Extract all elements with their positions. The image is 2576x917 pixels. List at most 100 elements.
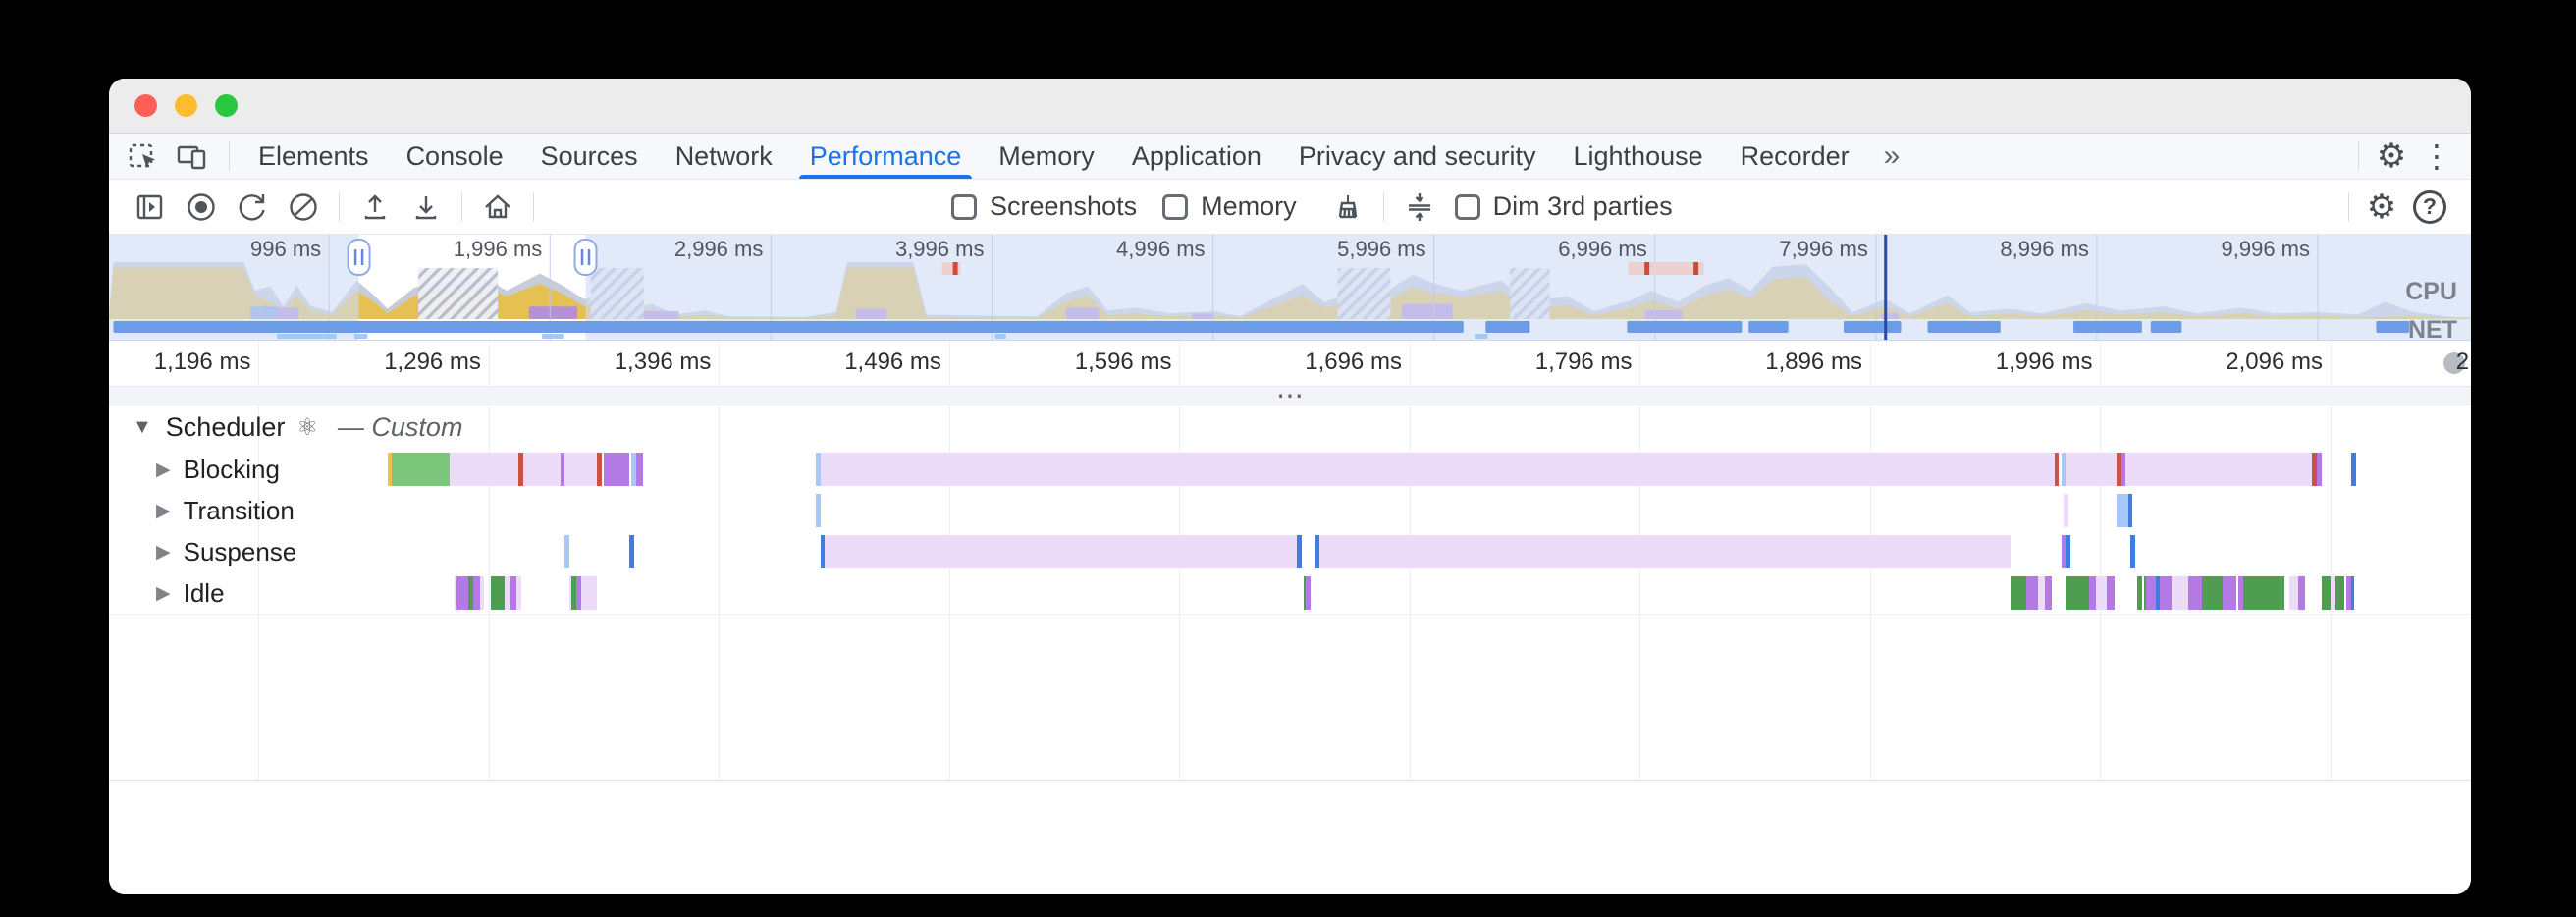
flame-segment[interactable] [518, 453, 524, 486]
flame-segment[interactable] [1297, 535, 1302, 568]
flame-segment[interactable] [2351, 576, 2354, 610]
track-row-idle[interactable]: ▶Idle [109, 572, 2471, 614]
flame-segment[interactable] [1315, 535, 1320, 568]
selection-handle-left[interactable] [347, 239, 371, 276]
flame-segment[interactable] [2242, 576, 2285, 610]
flame-chart-area[interactable]: ▼Scheduler⚛— Custom▶Blocking▶Transition▶… [109, 405, 2471, 781]
flame-segment[interactable] [2136, 576, 2142, 610]
panel-resizer-handle[interactable]: ⋯ [109, 382, 2471, 409]
flame-segment[interactable] [454, 576, 457, 610]
flame-segment[interactable] [2127, 494, 2133, 527]
flame-segment[interactable] [479, 576, 485, 610]
flame-segment[interactable] [560, 453, 565, 486]
flame-segment[interactable] [2116, 453, 2121, 486]
flame-segment[interactable] [2026, 576, 2039, 610]
flame-segment[interactable] [2160, 576, 2173, 610]
tab-console[interactable]: Console [405, 140, 504, 171]
flame-segment[interactable] [2061, 453, 2066, 486]
capture-settings-gear-icon[interactable]: ⚙ [2366, 188, 2397, 226]
flame-segment[interactable] [491, 576, 506, 610]
flame-segment[interactable] [2312, 453, 2317, 486]
flame-segment[interactable] [2038, 576, 2046, 610]
tab-elements[interactable]: Elements [258, 140, 369, 171]
flame-segment[interactable] [571, 576, 577, 610]
screenshots-checkbox[interactable] [951, 193, 977, 220]
flame-segment[interactable] [2116, 494, 2128, 527]
flame-segment[interactable] [580, 576, 598, 610]
flame-segment[interactable] [2010, 576, 2027, 610]
flame-segment[interactable] [820, 453, 2055, 486]
flame-segment[interactable] [523, 453, 561, 486]
flame-segment[interactable] [2144, 576, 2147, 610]
memory-checkbox[interactable] [1162, 193, 1189, 220]
flame-segment[interactable] [2201, 576, 2223, 610]
flame-segment[interactable] [2045, 576, 2053, 610]
flame-segment[interactable] [2316, 453, 2322, 486]
flame-segment[interactable] [2125, 453, 2313, 486]
record-and-reload-button[interactable] [230, 188, 275, 227]
tab-recorder[interactable]: Recorder [1740, 140, 1850, 171]
flame-segment[interactable] [2351, 453, 2356, 486]
flame-segment[interactable] [597, 453, 602, 486]
more-tabs-button[interactable]: » [1883, 139, 1901, 172]
track-row-label[interactable]: ▶Blocking [156, 449, 280, 490]
expand-arrow-icon[interactable]: ▶ [156, 500, 171, 521]
track-row-transition[interactable]: ▶Transition [109, 490, 2471, 531]
flame-segment[interactable] [2288, 576, 2299, 610]
track-row-label[interactable]: ▶Suspense [156, 531, 296, 572]
flame-segment[interactable] [564, 535, 569, 568]
inspect-element-button[interactable] [121, 136, 166, 176]
expand-arrow-icon[interactable]: ▶ [156, 582, 171, 604]
expand-arrow-icon[interactable]: ▶ [156, 458, 171, 480]
tab-sources[interactable]: Sources [540, 140, 638, 171]
flame-segment[interactable] [2298, 576, 2306, 610]
feedback-help-button[interactable]: ? [2407, 188, 2452, 227]
flame-segment[interactable] [820, 535, 826, 568]
flame-segment[interactable] [815, 453, 821, 486]
show-live-metrics-button[interactable] [475, 188, 520, 227]
flame-segment[interactable] [2095, 576, 2108, 610]
collect-garbage-button[interactable] [1325, 188, 1370, 227]
flame-segment[interactable] [815, 494, 821, 527]
flame-segment[interactable] [628, 535, 634, 568]
device-toolbar-button[interactable] [170, 136, 215, 176]
flame-segment[interactable] [576, 576, 581, 610]
flame-segment[interactable] [1319, 535, 2011, 568]
flame-segment[interactable] [387, 453, 393, 486]
flame-segment[interactable] [2146, 576, 2156, 610]
flame-segment[interactable] [1304, 576, 1307, 610]
flame-segment[interactable] [2063, 494, 2068, 527]
flame-segment[interactable] [516, 576, 521, 610]
flame-segment[interactable] [467, 576, 473, 610]
load-profile-button[interactable] [352, 188, 398, 227]
flame-segment[interactable] [2066, 535, 2070, 568]
flame-segment[interactable] [2066, 453, 2117, 486]
flame-segment[interactable] [569, 576, 572, 610]
tab-network[interactable]: Network [674, 140, 773, 171]
save-profile-button[interactable] [403, 188, 449, 227]
customize-devtools-kebab-icon[interactable]: ⋮ [2421, 138, 2452, 174]
zoom-window-button[interactable] [215, 94, 238, 117]
flame-segment[interactable] [2066, 576, 2089, 610]
toggle-sidebar-button[interactable] [128, 188, 173, 227]
flame-segment[interactable] [2129, 535, 2135, 568]
scrollbar-thumb[interactable] [2443, 352, 2465, 374]
flame-segment[interactable] [631, 453, 636, 486]
expand-arrow-icon[interactable]: ▶ [156, 541, 171, 563]
flame-segment[interactable] [472, 576, 480, 610]
track-row-suspense[interactable]: ▶Suspense [109, 531, 2471, 572]
flame-segment[interactable] [604, 453, 629, 486]
minimize-window-button[interactable] [175, 94, 197, 117]
tab-lighthouse[interactable]: Lighthouse [1573, 140, 1703, 171]
tab-application[interactable]: Application [1131, 140, 1261, 171]
flame-segment[interactable] [510, 576, 517, 610]
flame-segment[interactable] [505, 576, 510, 610]
flame-segment[interactable] [2334, 576, 2345, 610]
flame-segment[interactable] [2088, 576, 2096, 610]
collapse-arrow-icon[interactable]: ▼ [133, 415, 152, 438]
selection-handle-right[interactable] [573, 239, 598, 276]
flame-segment[interactable] [2155, 576, 2161, 610]
tab-privacy-and-security[interactable]: Privacy and security [1298, 140, 1536, 171]
